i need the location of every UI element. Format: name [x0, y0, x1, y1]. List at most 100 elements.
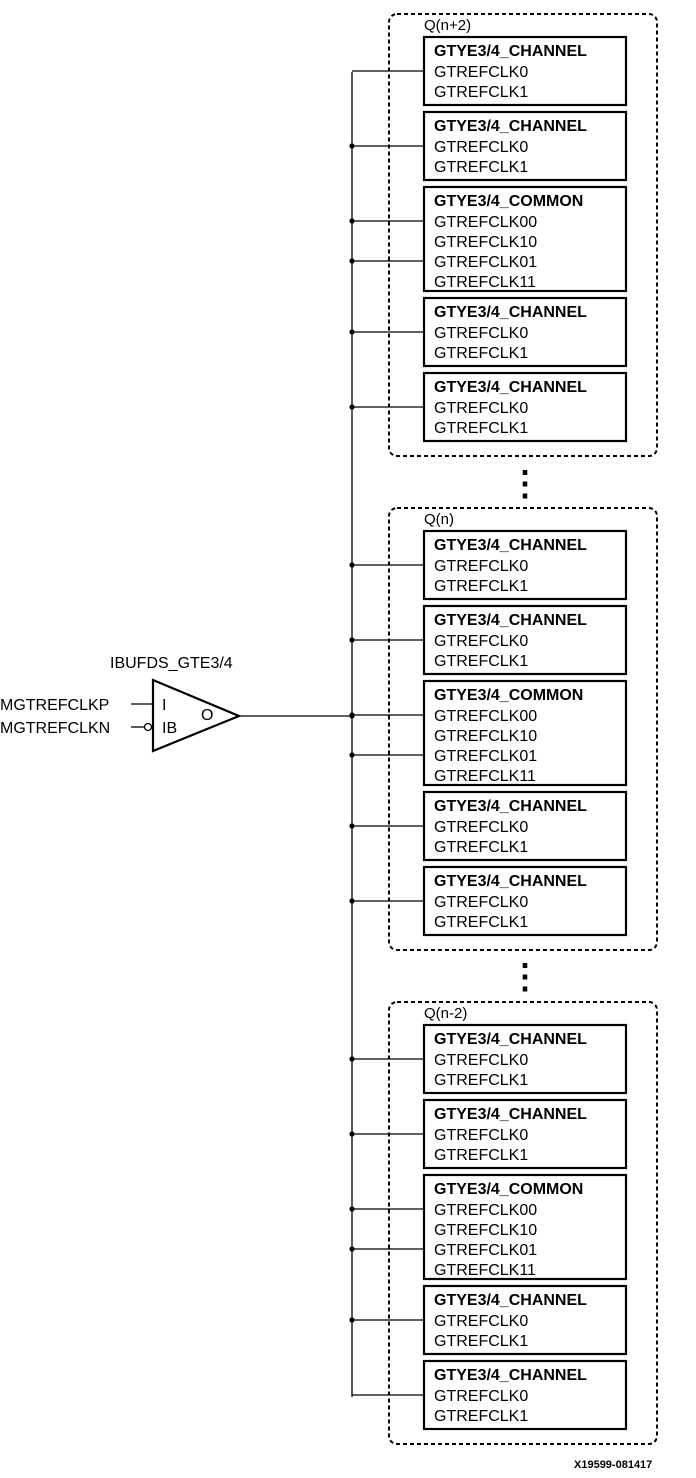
- quad-0: Q(n+2)GTYE3/4_CHANNELGTREFCLK0GTREFCLK1G…: [349, 13, 658, 457]
- port-label: GTREFCLK1: [434, 839, 528, 856]
- port-label: GTREFCLK1: [434, 1072, 528, 1089]
- quads-layer: Q(n+2)GTYE3/4_CHANNELGTREFCLK0GTREFCLK1G…: [349, 13, 658, 1445]
- port-label: GTREFCLK11: [434, 274, 536, 291]
- block-title: GTYE3/4_CHANNEL: [434, 1292, 587, 1309]
- block-title: GTYE3/4_CHANNEL: [434, 1106, 587, 1123]
- block-border: [422, 1284, 628, 1356]
- block-title: GTYE3/4_COMMON: [434, 687, 583, 704]
- port-label: GTREFCLK1: [434, 84, 528, 101]
- port-label: GTREFCLK0: [434, 1127, 528, 1144]
- block-title: GTYE3/4_CHANNEL: [434, 873, 587, 890]
- block-border: [422, 604, 628, 676]
- block-title: GTYE3/4_CHANNEL: [434, 612, 587, 629]
- port-label: GTREFCLK0: [434, 558, 528, 575]
- ibufds-buffer: IBUFDS_GTE3/4 I IB O MGTREFCLKP MGTREFCL…: [0, 655, 242, 753]
- port-label: GTREFCLK0: [434, 1388, 528, 1405]
- ellipsis-lower: ⋮: [508, 958, 542, 996]
- port-label: GTREFCLK10: [434, 1222, 537, 1239]
- quad-label: Q(n+2): [424, 17, 471, 34]
- port-label: GTREFCLK1: [434, 1333, 528, 1350]
- quad-label: Q(n-2): [424, 1005, 467, 1022]
- common-block: GTYE3/4_COMMON GTREFCLK00GTREFCLK10GTREFC…: [349, 679, 628, 787]
- ellipsis-upper: ⋮: [508, 465, 542, 503]
- port-label: GTREFCLK01: [434, 748, 537, 765]
- figure-id: X19599-081417: [574, 1459, 652, 1471]
- input-p-label: MGTREFCLKP: [0, 697, 109, 714]
- port-label: GTREFCLK01: [434, 254, 537, 271]
- block-title: GTYE3/4_CHANNEL: [434, 118, 587, 135]
- quad-label: Q(n): [424, 511, 454, 528]
- buffer-pin-i: I: [162, 697, 166, 714]
- port-label: GTREFCLK00: [434, 708, 537, 725]
- block-title: GTYE3/4_CHANNEL: [434, 1031, 587, 1048]
- port-label: GTREFCLK10: [434, 234, 537, 251]
- block-border: [422, 371, 628, 443]
- block-title: GTYE3/4_CHANNEL: [434, 43, 587, 60]
- quad-container: [388, 507, 658, 951]
- port-label: GTREFCLK1: [434, 578, 528, 595]
- port-label: GTREFCLK11: [434, 1262, 536, 1279]
- block-border: [422, 35, 628, 107]
- port-label: GTREFCLK0: [434, 139, 528, 156]
- block-border: [422, 1359, 628, 1431]
- port-label: GTREFCLK0: [434, 819, 528, 836]
- inversion-bubble: [143, 722, 153, 732]
- block-border: [422, 185, 628, 293]
- block-title: GTYE3/4_COMMON: [434, 193, 583, 210]
- block-title: GTYE3/4_CHANNEL: [434, 1367, 587, 1384]
- buffer-pin-o: O: [201, 707, 213, 724]
- port-label: GTREFCLK00: [434, 214, 537, 231]
- quad-container: [388, 13, 658, 457]
- block-border: [422, 1098, 628, 1170]
- port-label: GTREFCLK0: [434, 894, 528, 911]
- buffer-triangle: [151, 678, 242, 753]
- port-label: GTREFCLK0: [434, 325, 528, 342]
- block-title: GTYE3/4_CHANNEL: [434, 379, 587, 396]
- common-block: GTYE3/4_COMMONGTREFCLK00GTREFCLK10GTREFC…: [349, 1173, 628, 1281]
- buffer-name: IBUFDS_GTE3/4: [110, 655, 233, 672]
- block-border: [422, 1023, 628, 1095]
- block-title: GTYE3/4_CHANNEL: [434, 798, 587, 815]
- port-label: GTREFCLK1: [434, 914, 528, 931]
- block-title: GTYE3/4_CHANNEL: [434, 304, 587, 321]
- port-label: GTREFCLK1: [434, 345, 528, 362]
- quad-container: [388, 1001, 658, 1445]
- port-label: GTREFCLK1: [434, 653, 528, 670]
- port-label: GTREFCLK1: [434, 159, 528, 176]
- port-label: GTREFCLK0: [434, 1313, 528, 1330]
- input-n-label: MGTREFCLKN: [0, 720, 110, 737]
- port-label: GTREFCLK00: [434, 1202, 537, 1219]
- port-label: GTREFCLK1: [434, 420, 528, 437]
- quad-1: Q(n)GTYE3/4_CHANNELGTREFCLK0GTREFCLK1GTY…: [349, 507, 658, 951]
- port-label: GTREFCLK0: [434, 1052, 528, 1069]
- port-label: GTREFCLK0: [434, 400, 528, 417]
- quad-2: Q(n-2)GTYE3/4_CHANNELGTREFCLK0GTREFCLK1G…: [349, 1001, 658, 1445]
- port-label: GTREFCLK0: [434, 64, 528, 81]
- port-label: GTREFCLK1: [434, 1147, 528, 1164]
- buffer-pin-ib: IB: [162, 720, 177, 737]
- block-border: [422, 679, 628, 787]
- port-label: GTREFCLK11: [434, 768, 536, 785]
- common-block: GTYE3/4_COMMON GTREFCLK00GTREFCLK10GTREFC…: [349, 185, 628, 293]
- block-border: [422, 865, 628, 937]
- block-border: [422, 110, 628, 182]
- block-title: GTYE3/4_CHANNEL: [434, 537, 587, 554]
- port-label: GTREFCLK1: [434, 1408, 528, 1425]
- port-label: GTREFCLK10: [434, 728, 537, 745]
- block-border: [422, 1173, 628, 1281]
- port-label: GTREFCLK0: [434, 633, 528, 650]
- port-label: GTREFCLK01: [434, 1242, 537, 1259]
